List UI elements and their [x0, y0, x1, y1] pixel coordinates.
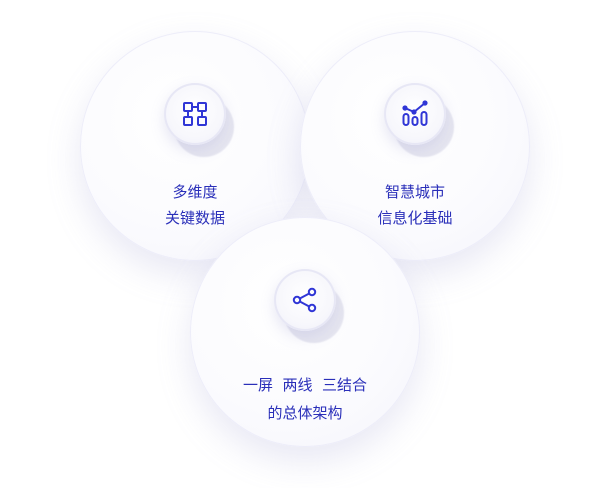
share-nodes-icon: [292, 287, 317, 313]
node-label-line1: 智慧城市: [384, 183, 445, 201]
node-label-line2: 关键数据: [164, 209, 225, 227]
node-label: 智慧城市 信息化基础: [300, 179, 530, 231]
node-label-line1: 多维度: [172, 183, 218, 201]
node-label: 多维度 关键数据: [80, 179, 310, 231]
node-multi-dim: 多维度 关键数据: [80, 31, 310, 261]
icon-badge: [384, 83, 454, 157]
node-label: 一屏 两线 三结合 的总体架构: [190, 371, 420, 427]
node-label-line1: 一屏 两线 三结合: [242, 376, 368, 394]
icon-badge: [164, 83, 234, 157]
bar-trend-icon: [402, 100, 428, 126]
node-architecture: 一屏 两线 三结合 的总体架构: [190, 217, 420, 447]
blocks-icon: [183, 102, 207, 126]
node-label-line2: 信息化基础: [377, 209, 453, 227]
icon-badge: [274, 269, 344, 343]
node-label-line2: 的总体架构: [267, 404, 343, 422]
